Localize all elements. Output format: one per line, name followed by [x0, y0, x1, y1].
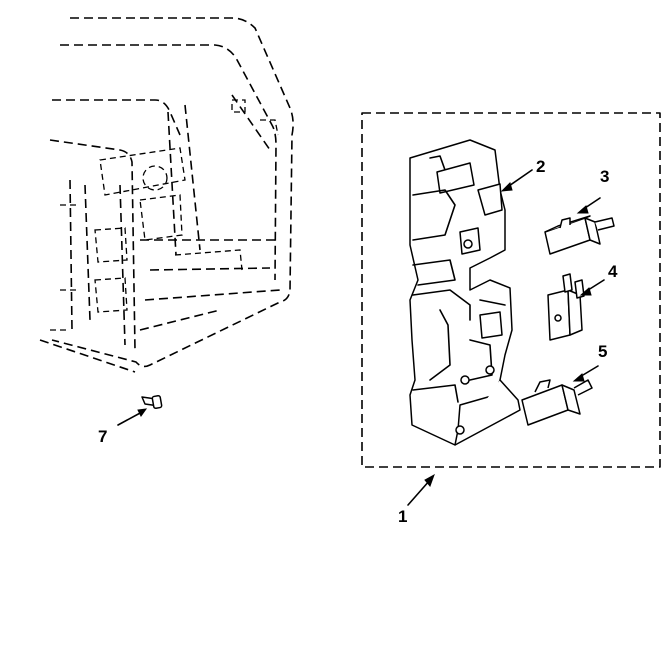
callout-7: 7 — [98, 427, 107, 446]
cabinet-outline — [39, 17, 294, 373]
callout-4: 4 — [608, 262, 618, 281]
microswitch-part-c — [521, 365, 599, 426]
interlock-bracket-part — [409, 139, 533, 446]
kit-leader — [407, 473, 435, 506]
callout-2: 2 — [536, 157, 545, 176]
callout-5: 5 — [598, 342, 607, 361]
callout-1: 1 — [398, 507, 407, 526]
microswitch-part-b — [547, 273, 605, 341]
callout-3: 3 — [600, 167, 609, 186]
kit-box-outline — [361, 112, 661, 468]
microswitch-part-a — [544, 197, 615, 255]
screw-part — [117, 394, 163, 426]
